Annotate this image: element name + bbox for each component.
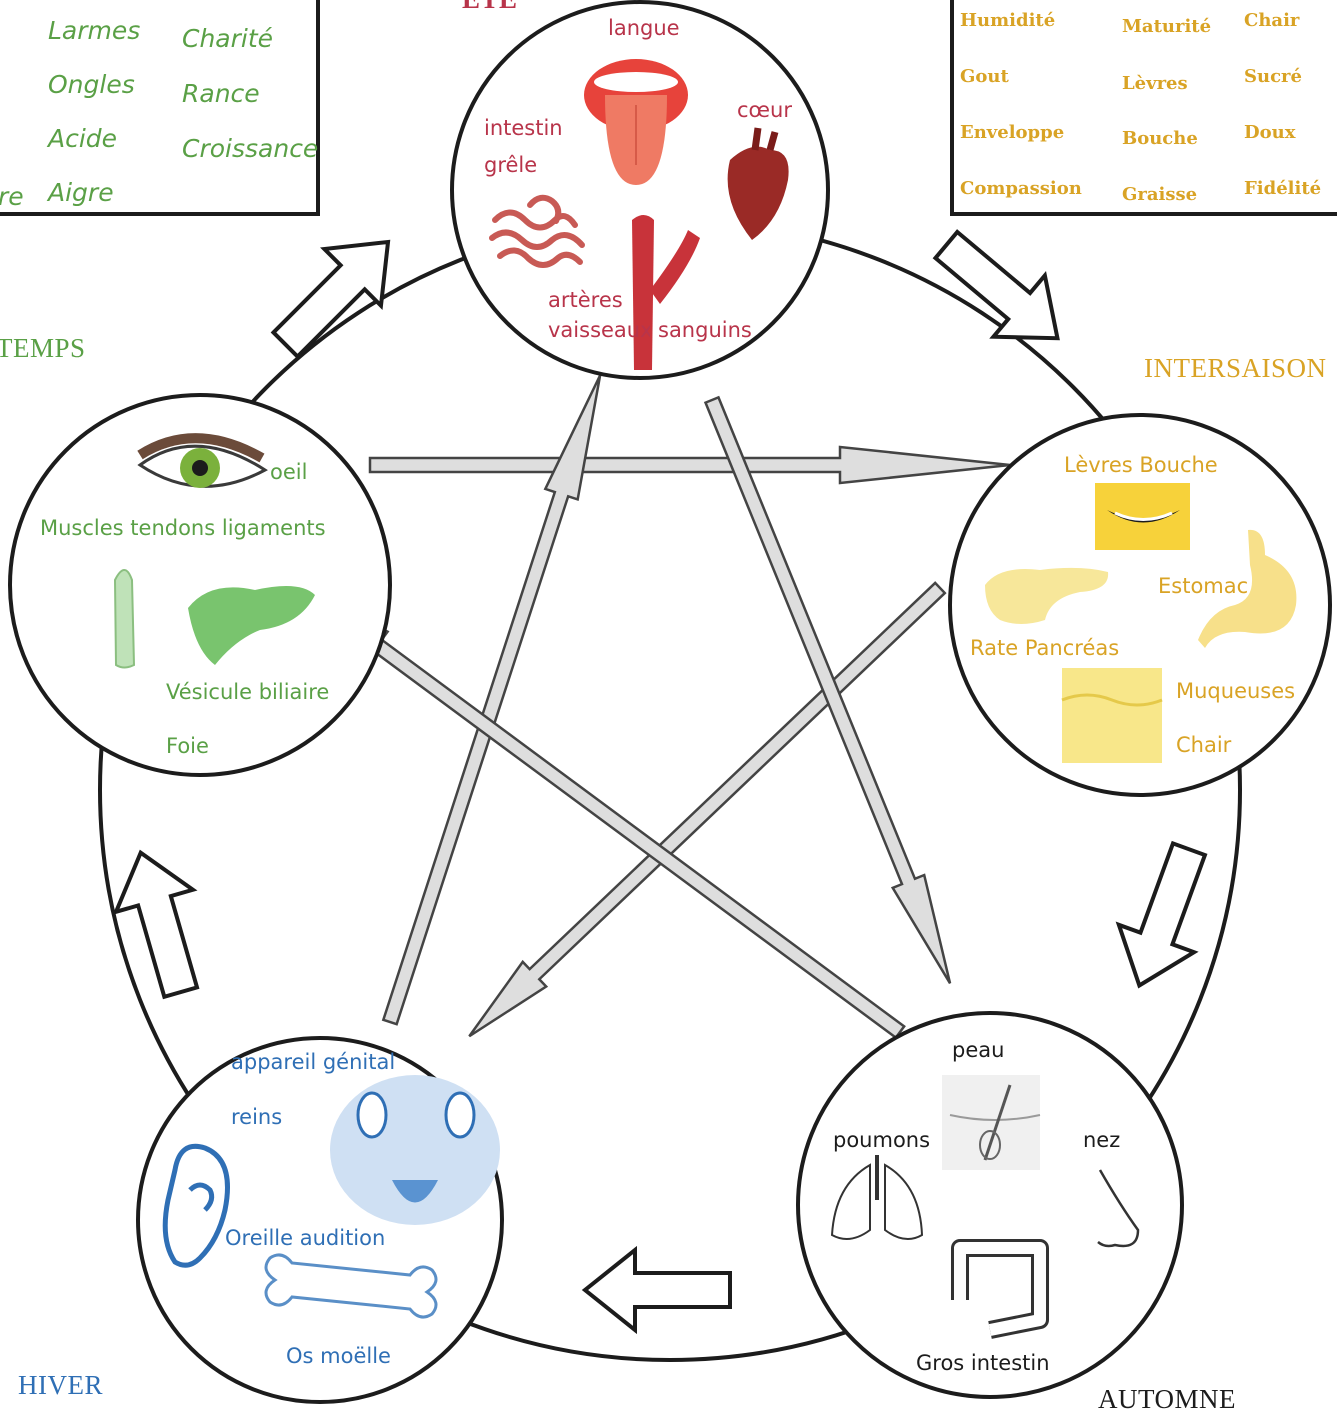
season-late-summer-label: INTERSAISON — [1144, 353, 1327, 383]
nose-icon — [1097, 1169, 1140, 1248]
arrow-water-to-wood — [112, 849, 200, 1000]
liver-icon — [188, 586, 315, 665]
small-intestine-icon — [489, 194, 585, 268]
wood-col2-item: Charité — [182, 24, 274, 53]
arrow-wood-to-earth — [368, 445, 1011, 485]
wood-eye-label: oeil — [270, 460, 308, 484]
earth-correspondence-table — [950, 0, 1337, 216]
earth-col2-item: Bouche — [1122, 128, 1198, 149]
pancreas-icon — [985, 567, 1109, 624]
skin-icon — [942, 1075, 1041, 1170]
earth-element-circle — [948, 413, 1332, 797]
earth-spleen-label: Rate Pancréas — [970, 636, 1120, 660]
arrow-fire-to-metal — [703, 395, 952, 984]
earth-mucosa-label: Muqueuses — [1176, 679, 1296, 703]
wood-partial-text: re — [0, 182, 24, 211]
wood-correspondence-table — [0, 0, 320, 216]
mouth-icon — [1095, 483, 1190, 550]
water-bone-label: Os moëlle — [286, 1344, 391, 1368]
artery-icon — [632, 215, 700, 370]
fire-arteries-label: artères — [548, 288, 623, 312]
wood-col1-item: Ongles — [48, 70, 135, 99]
wood-col1-item: Aigre — [48, 178, 114, 207]
wood-liver-label: Foie — [166, 734, 209, 758]
ear-icon — [162, 1143, 230, 1268]
wood-element-circle — [8, 393, 392, 777]
tongue-icon — [584, 59, 688, 185]
water-ear-label: Oreille audition — [225, 1226, 386, 1250]
fire-heart-label: cœur — [737, 98, 792, 122]
metal-skin-label: peau — [952, 1038, 1005, 1062]
metal-large-intestine-label: Gros intestin — [916, 1351, 1050, 1375]
eye-icon — [137, 433, 268, 488]
metal-element-circle — [796, 1011, 1184, 1399]
earth-col1-item: Humidité — [960, 10, 1056, 31]
controlling-arrows — [288, 374, 1011, 1040]
season-spring-label: TEMPS — [0, 333, 86, 363]
arrow-metal-to-water — [581, 1245, 732, 1335]
earth-col2-item: Lèvres — [1122, 73, 1188, 94]
generating-arrows — [112, 229, 1208, 1335]
heart-icon — [727, 127, 789, 240]
earth-col2-item: Maturité — [1122, 16, 1212, 37]
arrow-wood-to-fire — [270, 239, 391, 360]
fire-tongue-label: langue — [608, 16, 680, 40]
lungs-icon — [830, 1155, 924, 1240]
large-intestine-icon-inner — [954, 1242, 1046, 1336]
season-autumn-label: AUTOMNE — [1098, 1384, 1236, 1414]
arrow-earth-to-metal — [1115, 840, 1208, 989]
earth-col3-item: Fidélité — [1244, 178, 1322, 199]
wood-col2-item: Croissance — [182, 134, 319, 163]
earth-col3-item: Doux — [1244, 122, 1296, 143]
fire-grele-label: grêle — [484, 153, 538, 177]
arrow-fire-to-earth — [932, 229, 1060, 341]
fire-element-circle — [450, 0, 830, 380]
water-kidneys-label: reins — [231, 1105, 283, 1129]
fire-vessels-label: vaisseaux — [548, 320, 650, 341]
earth-col1-item: Compassion — [960, 178, 1082, 199]
wood-gallbladder-label: Vésicule biliaire — [166, 680, 330, 704]
water-genital-label: appareil génital — [231, 1050, 396, 1074]
earth-lips-label: Lèvres Bouche — [1064, 453, 1218, 477]
mucosa-icon — [1061, 668, 1163, 763]
metal-lungs-label: poumons — [833, 1128, 931, 1152]
wood-col1-item: Acide — [48, 124, 118, 153]
wood-muscles-label: Muscles tendons ligaments — [40, 516, 326, 540]
earth-col3-item: Sucré — [1244, 66, 1302, 87]
stomach-icon — [1198, 529, 1297, 648]
earth-col3-item: Chair — [1244, 10, 1300, 31]
earth-flesh-label: Chair — [1176, 733, 1232, 757]
arrow-water-to-fire — [381, 374, 602, 1026]
fire-sanguins-label: sanguins — [658, 318, 752, 342]
earth-stomach-label: Estomac — [1158, 574, 1249, 598]
bone-icon — [264, 1253, 438, 1319]
earth-col2-item: Graisse — [1122, 184, 1198, 205]
season-summer-label: ETE — [462, 0, 518, 13]
earth-col1-item: Enveloppe — [960, 122, 1065, 143]
wood-col1-item: Larmes — [48, 16, 141, 45]
fire-intestine-label: intestin — [484, 116, 563, 140]
earth-col1-item: Gout — [960, 66, 1009, 87]
metal-nose-label: nez — [1083, 1128, 1121, 1152]
season-winter-label: HIVER — [18, 1370, 103, 1400]
kidneys-bladder-icon — [330, 1075, 500, 1225]
wood-col2-item: Rance — [182, 79, 260, 108]
muscle-icon — [113, 569, 136, 669]
